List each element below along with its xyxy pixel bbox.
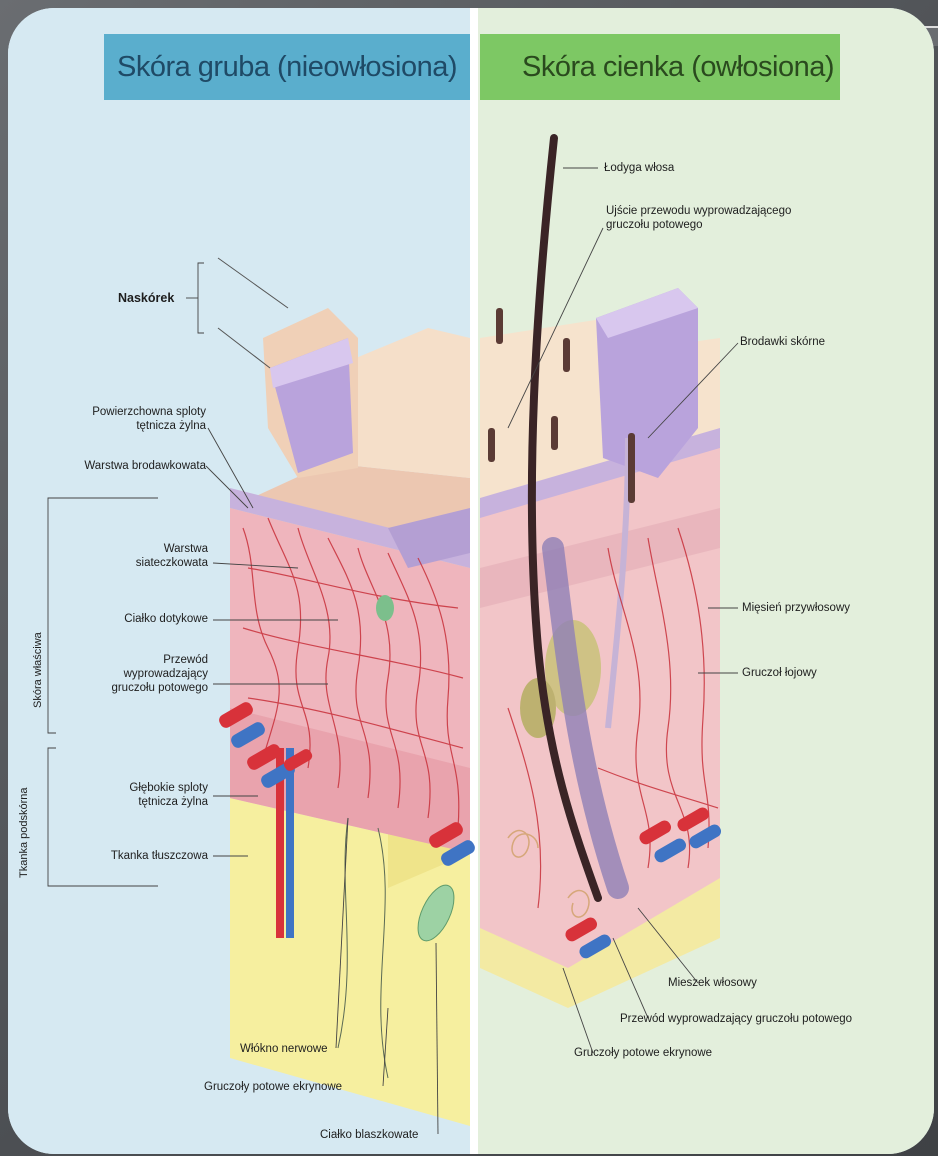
label-tkanka-tluszczowa: Tkanka tłuszczowa	[68, 849, 208, 863]
label-cialko-blaszkowate: Ciałko blaszkowate	[320, 1128, 418, 1142]
side-label-tkanka-podskorna: Tkanka podskórna	[18, 788, 30, 879]
label-ujscie-przewodu: Ujście przewodu wyprowadzającego gruczoł…	[606, 204, 791, 232]
label-mieszek-wlosowy: Mieszek włosowy	[668, 976, 757, 990]
label-cialko-dotykowe: Ciałko dotykowe	[68, 612, 208, 626]
label-naskorek: Naskórek	[118, 291, 174, 305]
label-warstwa-brodawkowata: Warstwa brodawkowata	[36, 459, 206, 473]
label-warstwa-siateczkowata: Warstwa siateczkowata	[88, 542, 208, 570]
label-przewod-gruczolu-potowego: Przewód wyprowadzający gruczołu potowego	[620, 1012, 852, 1026]
label-gruczoly-potowe-ekrynowe-right: Gruczoły potowe ekrynowe	[574, 1046, 712, 1060]
label-gruczol-lojowy: Gruczoł łojowy	[742, 666, 817, 680]
label-lodyga-wlosa: Łodyga włosa	[604, 161, 674, 175]
diagram-card: Skóra gruba (nieowłosiona) Skóra cienka …	[8, 8, 934, 1154]
label-miesien-przywlosowy: Mięsień przywłosowy	[742, 601, 850, 615]
side-label-skora-wlasciwa: Skóra właściwa	[32, 632, 44, 708]
label-brodawki-skorne: Brodawki skórne	[740, 335, 825, 349]
skin-cross-section-illustration	[8, 8, 934, 1154]
thick-skin-block	[217, 258, 477, 1126]
label-powierzchowne-sploty: Powierzchowna sploty tętnicza żylna	[56, 405, 206, 433]
label-gruczoly-potowe-ekrynowe-left: Gruczoły potowe ekrynowe	[204, 1080, 342, 1094]
label-przewod-wyprowadzajacy: Przewód wyprowadzający gruczołu potowego	[58, 653, 208, 695]
thin-skin-block	[480, 138, 723, 1008]
label-glebokie-sploty: Głębokie sploty tętnicza żylna	[68, 781, 208, 809]
label-wlokno-nerwowe: Włókno nerwowe	[240, 1042, 328, 1056]
